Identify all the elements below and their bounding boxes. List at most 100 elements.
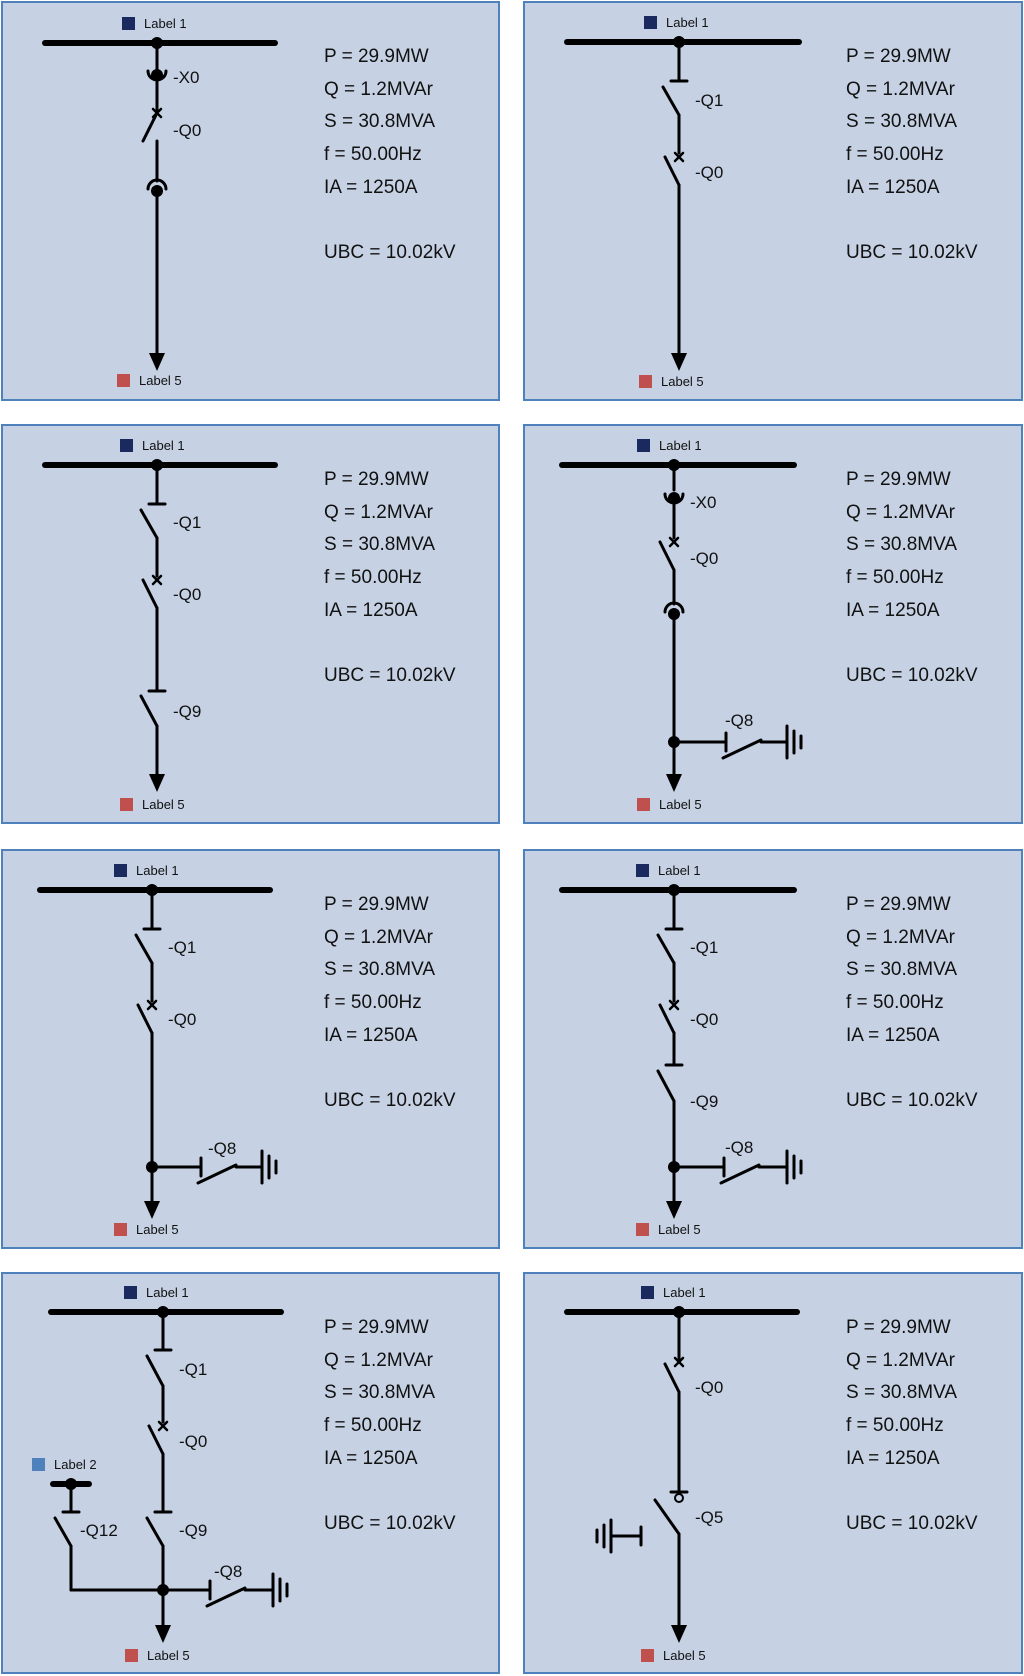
frequency-reading: f = 50.00Hz xyxy=(846,144,944,166)
breaker-x xyxy=(146,999,158,1011)
label-1-text: Label 1 xyxy=(136,863,179,878)
feeder-arrow xyxy=(671,1625,687,1643)
junction-node xyxy=(668,736,680,748)
label-1-text: Label 1 xyxy=(142,438,185,453)
plug-contact xyxy=(668,608,680,620)
active-power-reading: P = 29.9MW xyxy=(846,1317,951,1338)
device-label-q0: -Q0 xyxy=(690,1010,718,1029)
device-label-q8: -Q8 xyxy=(214,1562,242,1581)
label-5-text: Label 5 xyxy=(659,797,702,812)
single-line-diagram: -Q1 -Q0 -Q12 -Q9 -Q8 xyxy=(48,1306,289,1643)
device-label-q0: -Q0 xyxy=(695,163,723,182)
reactive-power-reading: Q = 1.2MVAr xyxy=(324,1349,433,1371)
current-reading: IA = 1250A xyxy=(324,599,418,621)
frequency-reading: f = 50.00Hz xyxy=(324,567,422,589)
device-label-x0: -X0 xyxy=(173,68,199,87)
voltage-reading: UBC = 10.02kV xyxy=(324,1513,456,1535)
plug-socket xyxy=(663,601,685,614)
reactive-power-reading: Q = 1.2MVAr xyxy=(846,926,955,948)
switch-pivot xyxy=(674,1493,684,1503)
device-label-q8: -Q8 xyxy=(208,1139,236,1158)
apparent-power-reading: S = 30.8MVA xyxy=(846,959,958,981)
feeder-panel-5: -Q1 -Q0 -Q8 Label 1 Label 5 P = 29.9MW Q… xyxy=(1,849,500,1249)
disconnector-blade xyxy=(656,1069,676,1103)
disconnector-blade xyxy=(139,694,159,728)
apparent-power-reading: S = 30.8MVA xyxy=(324,1382,436,1404)
measurement-readings: P = 29.9MW Q = 1.2MVAr S = 30.8MVA f = 5… xyxy=(324,1312,456,1541)
device-label-q0: -Q0 xyxy=(695,1378,723,1397)
measurement-readings: P = 29.9MW Q = 1.2MVAr S = 30.8MVA f = 5… xyxy=(324,889,456,1118)
frequency-reading: f = 50.00Hz xyxy=(324,144,422,166)
label-1-marker xyxy=(644,16,657,29)
reactive-power-reading: Q = 1.2MVAr xyxy=(846,78,955,100)
label-1-text: Label 1 xyxy=(659,438,702,453)
reactive-power-reading: Q = 1.2MVAr xyxy=(324,78,433,100)
breaker-x xyxy=(668,999,680,1011)
switch-blade xyxy=(653,1498,681,1536)
feeder-panel-6: -Q1 -Q0 -Q9 -Q8 Label 1 Label 5 P = 29.9… xyxy=(523,849,1023,1249)
measurement-readings: P = 29.9MW Q = 1.2MVAr S = 30.8MVA f = 5… xyxy=(846,1312,978,1541)
label-5-marker xyxy=(636,1223,649,1236)
label-5-marker xyxy=(120,798,133,811)
feeder-panel-3: -Q1 -Q0 -Q9 Label 1 Label 5 P = 29.9MW Q… xyxy=(1,424,500,824)
single-line-diagram: -X0 -Q0 xyxy=(42,37,278,371)
breaker-x xyxy=(673,151,685,163)
device-label-q8: -Q8 xyxy=(725,711,753,730)
label-5-text: Label 5 xyxy=(139,373,182,388)
bus-node xyxy=(146,884,158,896)
label-1-marker xyxy=(120,439,133,452)
current-reading: IA = 1250A xyxy=(846,599,940,621)
label-5-text: Label 5 xyxy=(661,374,704,389)
current-reading: IA = 1250A xyxy=(324,176,418,198)
label-5-marker xyxy=(125,1649,138,1662)
disconnector-blade xyxy=(145,1354,165,1388)
disconnector-blade xyxy=(656,933,676,965)
earth-switch-blade xyxy=(721,738,763,760)
label-1-marker xyxy=(641,1286,654,1299)
device-label-q1: -Q1 xyxy=(179,1360,207,1379)
device-label-q1: -Q1 xyxy=(173,513,201,532)
feeder-arrow xyxy=(666,1201,682,1219)
label-1-marker xyxy=(114,864,127,877)
disconnector-blade xyxy=(661,85,681,117)
current-reading: IA = 1250A xyxy=(324,1024,418,1046)
reactive-power-reading: Q = 1.2MVAr xyxy=(846,501,955,523)
measurement-readings: P = 29.9MW Q = 1.2MVAr S = 30.8MVA f = 5… xyxy=(846,889,978,1118)
measurement-readings: P = 29.9MW Q = 1.2MVAr S = 30.8MVA f = 5… xyxy=(324,41,456,270)
current-reading: IA = 1250A xyxy=(324,1447,418,1469)
feeder-arrow xyxy=(149,774,165,792)
breaker-x xyxy=(151,574,163,586)
apparent-power-reading: S = 30.8MVA xyxy=(324,534,436,556)
apparent-power-reading: S = 30.8MVA xyxy=(324,959,436,981)
device-label-q0: -Q0 xyxy=(179,1432,207,1451)
device-label-q0: -Q0 xyxy=(173,121,201,140)
breaker-x xyxy=(673,1356,685,1368)
label-5-marker xyxy=(641,1649,654,1662)
device-label-q8: -Q8 xyxy=(725,1138,753,1157)
label-5-marker xyxy=(117,374,130,387)
plug-socket xyxy=(146,178,168,191)
label-5-text: Label 5 xyxy=(658,1222,701,1237)
apparent-power-reading: S = 30.8MVA xyxy=(846,534,958,556)
junction-node xyxy=(146,1161,158,1173)
earth-switch-blade xyxy=(196,1163,238,1185)
active-power-reading: P = 29.9MW xyxy=(846,469,951,490)
device-label-q1: -Q1 xyxy=(695,91,723,110)
label-5-text: Label 5 xyxy=(142,797,185,812)
label-1-marker xyxy=(124,1286,137,1299)
label-1-text: Label 1 xyxy=(146,1285,189,1300)
label-1-text: Label 1 xyxy=(663,1285,706,1300)
voltage-reading: UBC = 10.02kV xyxy=(846,242,978,264)
bus-node xyxy=(668,459,680,471)
single-line-diagram: -Q1 -Q0 -Q8 xyxy=(37,884,278,1219)
feeder-arrow xyxy=(155,1625,171,1643)
breaker-blade xyxy=(147,1424,165,1456)
single-line-diagram: -Q1 -Q0 xyxy=(564,36,802,371)
disconnector-blade xyxy=(145,1516,165,1548)
single-line-diagram: -Q0 -Q5 xyxy=(564,1306,800,1643)
breaker-x xyxy=(668,536,680,548)
bus-node xyxy=(673,1306,685,1318)
disconnector-blade xyxy=(53,1516,73,1548)
label-5-marker xyxy=(637,798,650,811)
label-2-marker xyxy=(32,1458,45,1471)
